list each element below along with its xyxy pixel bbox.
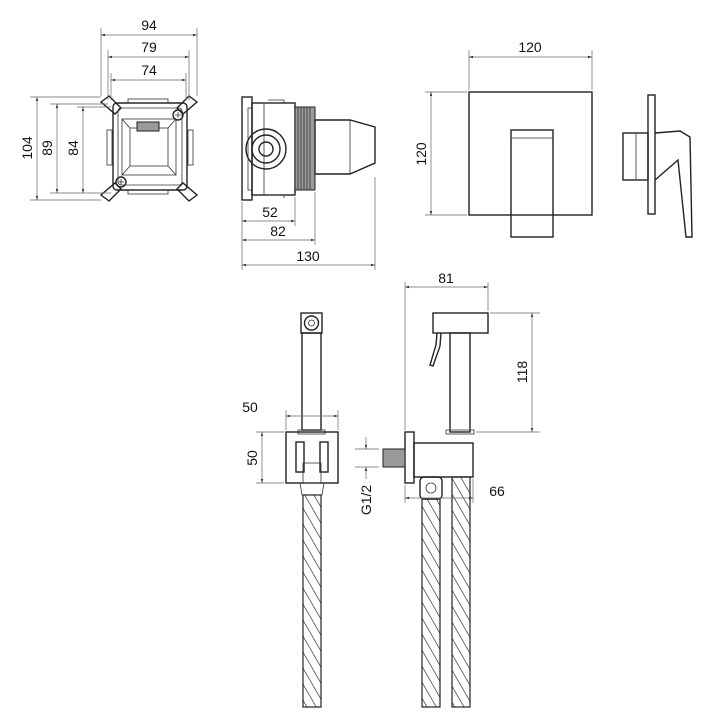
mounting-box-front-view [99,95,199,202]
screw-icon [172,109,184,121]
box-dimensions: 94 79 74 104 89 84 [19,17,198,201]
screw-icon [115,176,127,188]
dim-elbow-depth: 66 [489,483,505,499]
cover-plate-front-view: 120 120 [413,39,593,238]
dim-plate-width: 120 [518,39,542,55]
thread-size-label: G1/2 [358,485,374,516]
dim-94: 94 [141,17,157,33]
dim-52: 52 [262,204,278,220]
dim-74: 74 [141,62,157,78]
dim-holder-width: 50 [242,399,258,415]
handset-side-view: 81 118 66 G1/2 [355,270,540,708]
dim-79: 79 [141,39,157,55]
dim-holder-height: 50 [244,450,260,466]
dim-82: 82 [270,223,286,239]
dim-104: 104 [19,136,35,160]
handset-front-view: 50 50 [242,312,339,708]
side-dimensions: 52 82 130 [241,177,376,270]
dim-handset-reach: 81 [438,270,454,286]
dim-130: 130 [296,248,320,264]
dim-89: 89 [39,140,55,156]
cover-plate-side-view [622,94,693,238]
dim-plate-height: 120 [413,142,429,166]
mounting-box-side-view [241,96,376,201]
dim-handset-height: 118 [514,361,530,384]
dim-84: 84 [65,140,81,156]
